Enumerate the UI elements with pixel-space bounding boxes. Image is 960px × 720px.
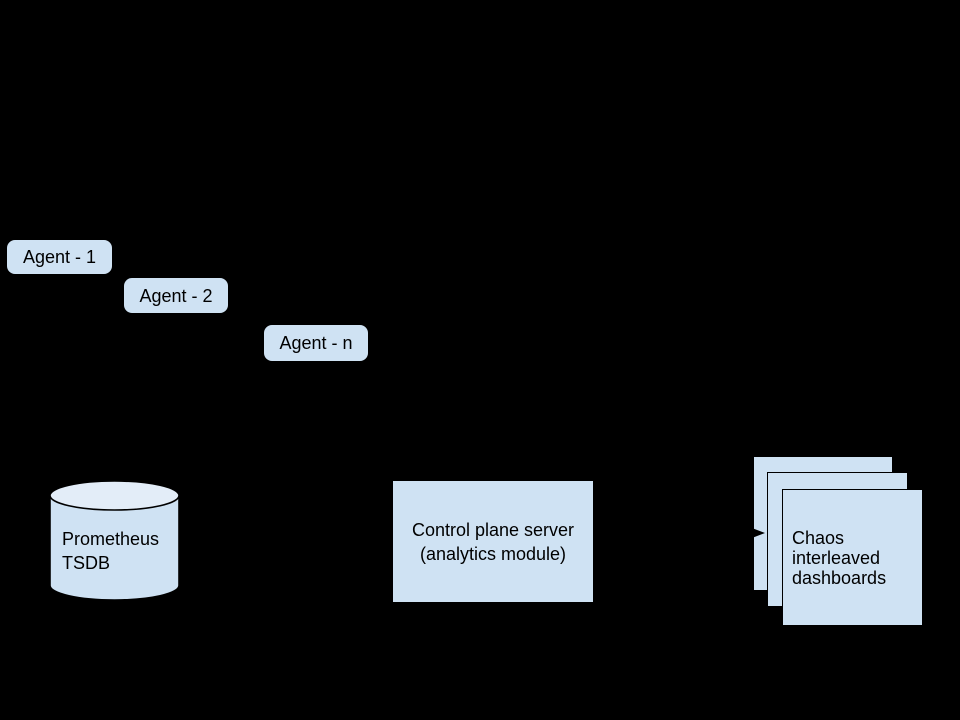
prometheus-label-line1: Prometheus (62, 529, 160, 549)
prometheus-label-line2: TSDB (62, 553, 111, 573)
shape-agent-1: Agent - 1 (7, 240, 112, 274)
shape-agent-2: Agent - 2 (124, 278, 228, 313)
shape-control-plane-server: Control plane server (analytics module) (393, 481, 593, 602)
dashboards-label-line1: Chaos (792, 527, 845, 548)
shape-dashboard-card-front: Chaos interleaved dashboards (782, 489, 923, 626)
dashboards-label-line3: dashboards (792, 567, 887, 588)
control-plane-label-line2: (analytics module) (419, 543, 567, 564)
agent-1-label: Agent - 1 (22, 247, 97, 267)
control-plane-label-line1: Control plane server (411, 519, 575, 540)
shape-agent-n: Agent - n (264, 325, 368, 361)
dashboards-label-line2: interleaved (792, 547, 881, 568)
agent-2-label: Agent - 2 (139, 285, 213, 306)
prometheus-tsdb-label: Prometheus TSDB (62, 527, 182, 575)
agent-n-label: Agent - n (279, 333, 353, 353)
prometheus-cylinder-top (49, 480, 180, 511)
